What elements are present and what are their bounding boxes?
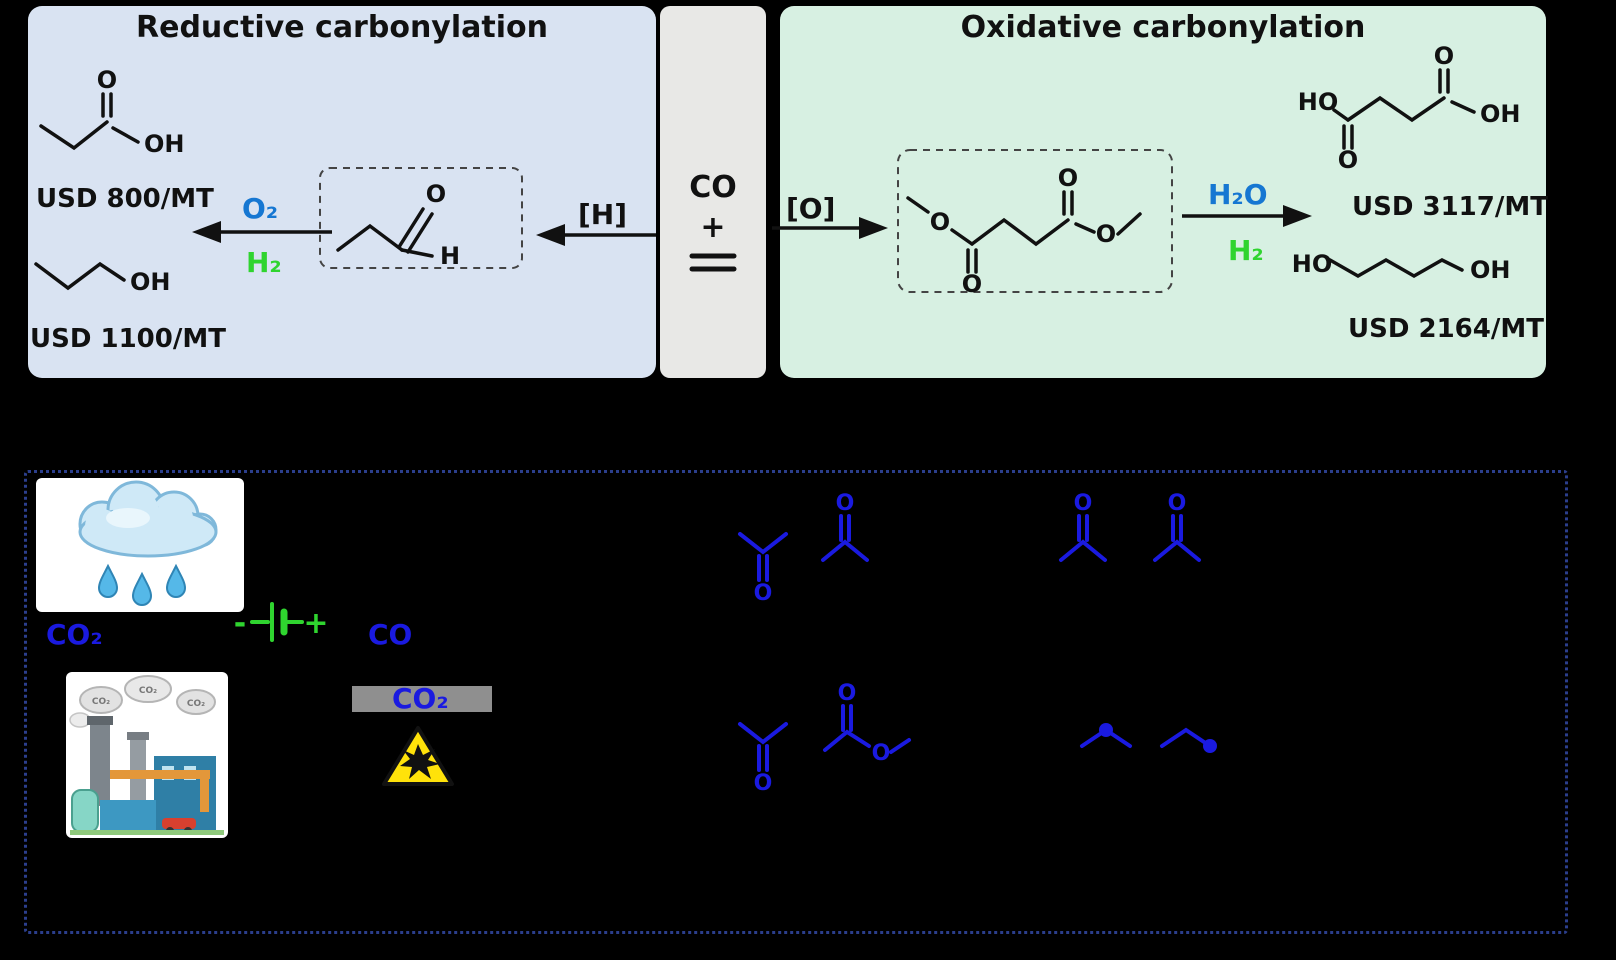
blue-molecule-4: O (1153, 491, 1201, 562)
dimethyl-succinate-box: O O O O (897, 149, 1173, 298)
oxygen-reagent-label: O₂ (242, 192, 279, 225)
butanediol-price: USD 2164/MT (1348, 314, 1544, 344)
cloud-rain-card (36, 478, 244, 612)
gray-band (352, 686, 492, 712)
reduction-arrow (192, 221, 332, 243)
hydrogen-reagent-label: H₂ (246, 246, 282, 279)
oxidative-panel (780, 6, 1546, 378)
propionic-acid-price: USD 800/MT (36, 184, 214, 214)
oxidation-label: [O] (786, 192, 836, 225)
hydrogen-label: H (440, 242, 460, 270)
blue-molecule-2: O (821, 491, 869, 562)
oxygen-label: O (836, 491, 855, 516)
battery-minus-label: - (234, 606, 246, 641)
co-reactant-label: CO (689, 170, 737, 205)
ester-oxygen-label: O (1096, 220, 1116, 248)
hydrogen-reagent-label: H₂ (1228, 234, 1264, 267)
blue-molecule-8 (1160, 727, 1217, 753)
propanol-price: USD 1100/MT (30, 324, 226, 354)
oxygen-label: O (754, 771, 773, 796)
carbonyl-oxygen-label: O (1434, 42, 1454, 70)
blue-molecule-7 (1080, 723, 1132, 748)
co-product-label: CO (368, 618, 413, 651)
oxygen-label: O (838, 681, 857, 706)
reactants-strip (660, 6, 766, 378)
smoke-puffs-icon: CO₂ CO₂ CO₂ (69, 675, 216, 728)
ester-oxygen-label: O (930, 208, 950, 236)
battery-plus-label: + (303, 606, 328, 641)
hydrolysis-arrow (1182, 205, 1312, 227)
carbonyl-oxygen-label: O (962, 270, 982, 298)
carbonyl-oxygen-label: O (1058, 164, 1078, 192)
water-reagent-label: H₂O (1208, 178, 1268, 211)
carbonyl-oxygen-label: O (1338, 146, 1358, 174)
hydroxyl-label: OH (1480, 100, 1521, 128)
factory-icon: CO₂ CO₂ CO₂ (69, 675, 224, 835)
hydroxyl-label: HO (1292, 250, 1333, 278)
propanal-intermediate-box: O H (319, 167, 523, 270)
ethylene-double-bond (689, 253, 737, 272)
oxygen-label: O (426, 180, 446, 208)
oxygen-label: O (97, 66, 117, 94)
co2-avoided-label: CO₂ (392, 682, 449, 715)
cloud-rain-icon (78, 480, 218, 606)
oxygen-label: O (754, 581, 773, 606)
hydroxyl-label: HO (1298, 88, 1339, 116)
propionic-acid-structure: O OH (39, 66, 185, 158)
reductive-title: Reductive carbonylation (136, 10, 548, 45)
hydroxyl-label: OH (144, 130, 185, 158)
blue-molecule-1: O (738, 532, 788, 606)
co2-source-label: CO₂ (46, 618, 103, 651)
blue-molecule-3: O (1059, 491, 1107, 562)
explosion-warning-icon (382, 726, 454, 786)
factory-card: CO₂ CO₂ CO₂ (66, 672, 228, 838)
co2-to-co-scheme-box (24, 470, 1568, 934)
butanediol-structure: HO OH (1292, 250, 1511, 284)
oxygen-label: O (1168, 491, 1187, 516)
oxidative-title: Oxidative carbonylation (960, 10, 1366, 45)
hydroxyl-label: OH (130, 268, 171, 296)
reductive-panel (28, 6, 656, 378)
hydroxyl-label: OH (1470, 256, 1511, 284)
oxygen-label: O (1074, 491, 1093, 516)
factory-buildings-icon (70, 716, 224, 835)
succinic-acid-structure: HO O O OH (1298, 42, 1521, 174)
battery-electrolysis-icon: - + (234, 602, 329, 642)
ester-oxygen-label: O (872, 741, 891, 766)
propanol-structure: OH (34, 261, 171, 296)
blue-molecule-6: O O (823, 681, 911, 766)
plus-sign: + (700, 210, 726, 245)
blue-molecule-5: O (738, 722, 788, 796)
cloud-icon (78, 480, 218, 558)
oxidation-arrow (772, 217, 888, 239)
raindrops-icon (97, 563, 187, 606)
smoke-co2-label: CO₂ (139, 686, 157, 696)
hydrogenation-label: [H] (578, 198, 628, 231)
hydrogenation-arrow (536, 224, 656, 246)
smoke-co2-label: CO₂ (187, 699, 205, 709)
succinic-acid-price: USD 3117/MT (1352, 192, 1548, 222)
smoke-co2-label: CO₂ (92, 697, 110, 707)
